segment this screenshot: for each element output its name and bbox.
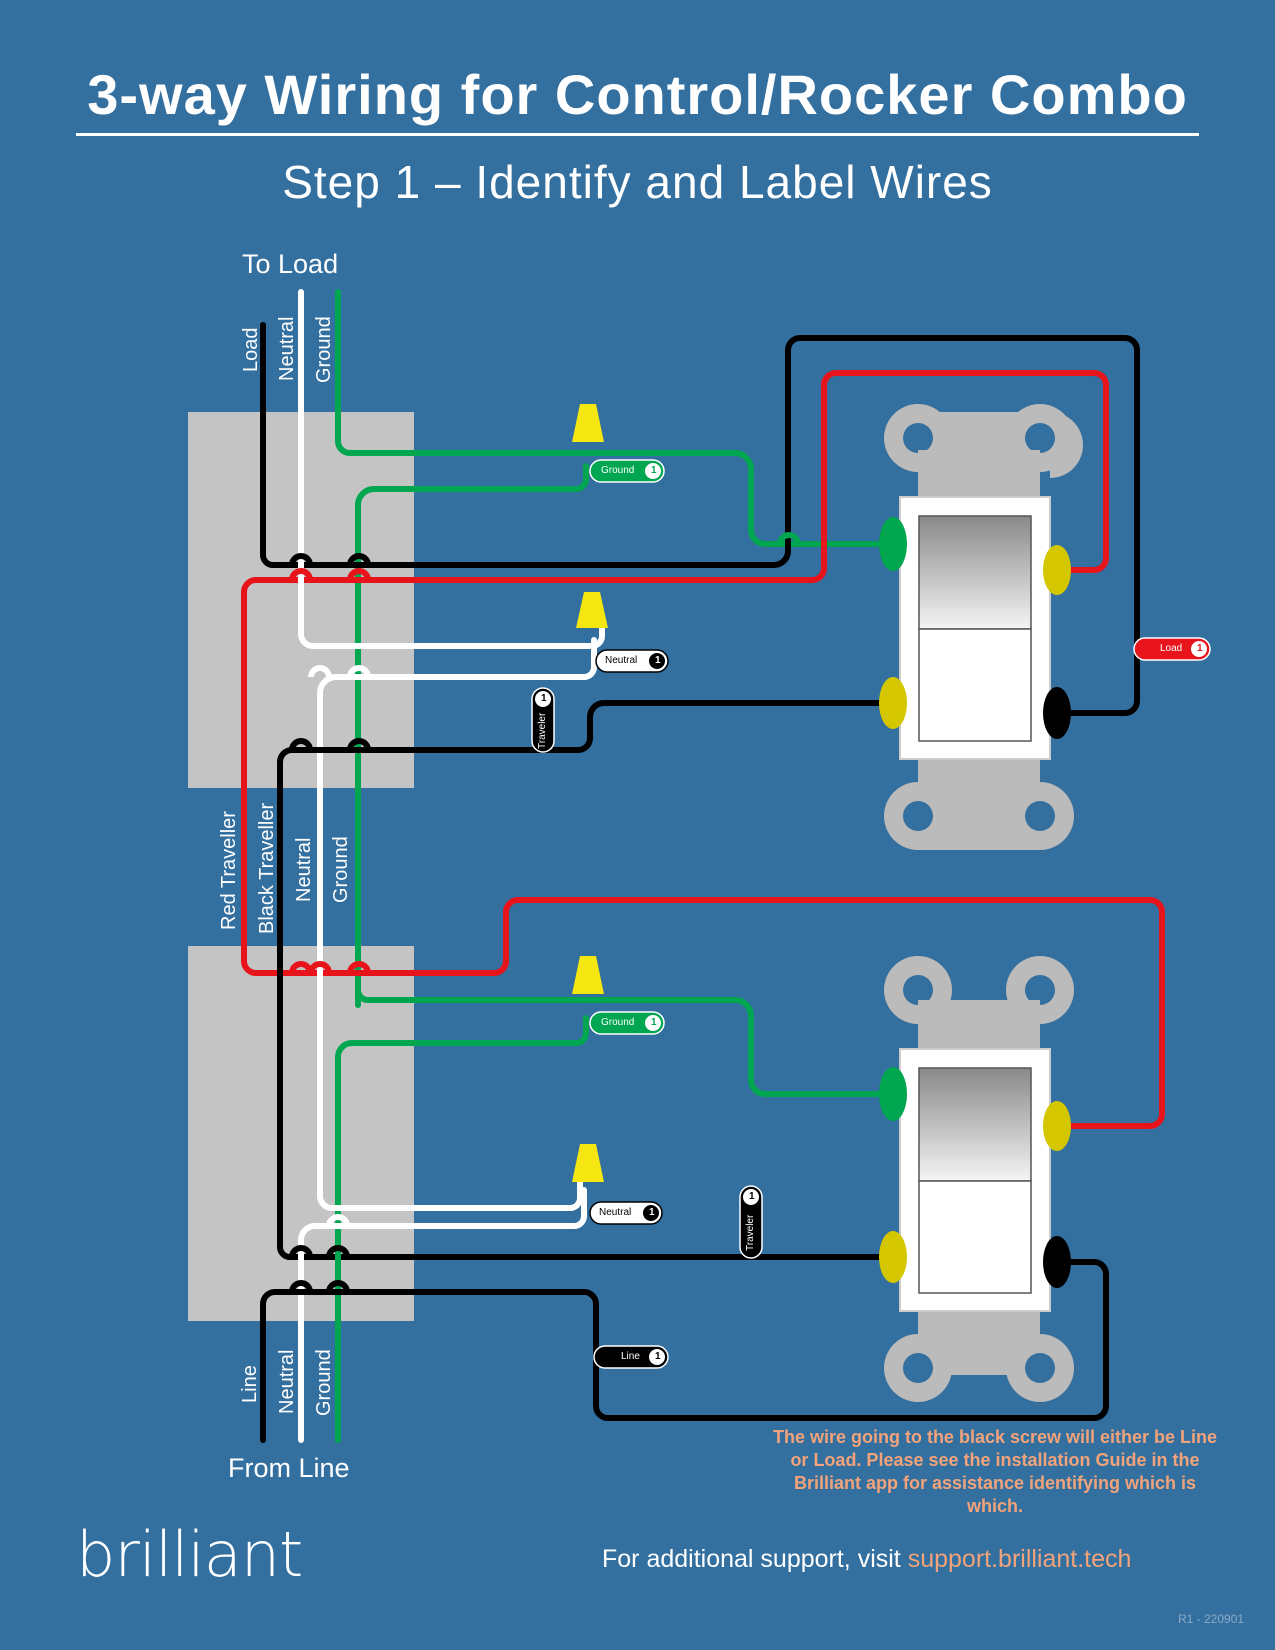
support-prefix: For additional support, visit [602, 1545, 908, 1573]
bottom-ground-label: Ground [313, 1349, 335, 1416]
wiring-note: The wire going to the black screw will e… [772, 1427, 1218, 1516]
title-divider [76, 133, 1199, 136]
support-link[interactable]: support.brilliant.tech [907, 1545, 1132, 1573]
tag-load: Load [1160, 643, 1183, 654]
tag-ground-bottom-bg [589, 1011, 665, 1035]
bottom-ground-wire [355, 987, 896, 1097]
wire-nut-top-ground [572, 404, 604, 442]
bottom-neutral-label: Neutral [276, 1349, 298, 1414]
tag-neutral-top-bg [595, 649, 669, 673]
bottom-neutral-wire [317, 1177, 583, 1211]
bottom-switch [884, 956, 1074, 1402]
black-traveller-wire [277, 700, 896, 1260]
tag-line-bg [593, 1345, 669, 1369]
wire-nuts [572, 404, 608, 1182]
tag-neutral-bottom: Neutral [599, 1207, 632, 1218]
tag-traveler-bottom-bg [739, 1185, 763, 1259]
load-wire [260, 322, 1140, 716]
top-neutral-wire [298, 289, 605, 649]
tag-number: 1 [651, 1017, 657, 1028]
red-traveller-label: Red Traveller [218, 811, 240, 930]
tag-number: 1 [651, 465, 657, 476]
line-ground-wire [335, 1015, 589, 1443]
middle-neutral-label: Neutral [293, 837, 315, 902]
tag-number: 1 [649, 1207, 655, 1218]
top-ground-wire-in [335, 289, 896, 547]
screw-terminals [879, 517, 1071, 1288]
line-neutral-wire [298, 1187, 587, 1443]
tag-ground-top: Ground [601, 465, 635, 476]
top-load-label: Load [240, 327, 262, 373]
to-load-heading: To Load [242, 249, 339, 279]
from-line-heading: From Line [228, 1453, 350, 1483]
brilliant-logo: brilliant [76, 1518, 303, 1591]
support-text: For additional support, visit support.br… [602, 1545, 1131, 1574]
wire-nut-bottom-ground [572, 956, 604, 994]
top-neutral-label: Neutral [276, 316, 298, 381]
tag-number: 1 [541, 693, 547, 704]
black-traveller-label: Black Traveller [256, 802, 278, 934]
tag-line: Line [621, 1351, 640, 1362]
wire-nut-top-neutral [576, 592, 608, 628]
tag-ground-bottom: Ground [601, 1017, 635, 1028]
top-ground-label: Ground [313, 316, 335, 383]
page-subtitle: Step 1 – Identify and Label Wires [282, 156, 993, 208]
line-wire [260, 1259, 1109, 1443]
tag-number: 1 [655, 655, 661, 666]
tag-number: 1 [1197, 643, 1203, 654]
tag-traveler-bottom: Traveler [745, 1214, 756, 1251]
red-traveller-wire [241, 370, 1165, 1129]
top-switch [884, 404, 1083, 850]
tag-ground-top-bg [589, 459, 665, 483]
tag-number: 1 [655, 1351, 661, 1362]
tag-neutral-top: Neutral [605, 655, 638, 666]
tag-neutral-bottom-bg [589, 1201, 663, 1225]
revision-code: R1 - 220901 [1178, 1612, 1245, 1626]
bottom-line-label: Line [239, 1365, 261, 1403]
tag-traveler-top: Traveler [537, 712, 548, 749]
tag-number: 1 [749, 1191, 755, 1202]
wire-nut-bottom-neutral [572, 1144, 604, 1182]
tag-load-bg [1133, 637, 1211, 661]
top-ground-wire-through [355, 463, 589, 1008]
page-title: 3-way Wiring for Control/Rocker Combo [87, 63, 1188, 126]
tag-number-badges [535, 463, 1207, 1365]
middle-neutral-wire [317, 637, 597, 1199]
middle-ground-label: Ground [330, 836, 352, 903]
